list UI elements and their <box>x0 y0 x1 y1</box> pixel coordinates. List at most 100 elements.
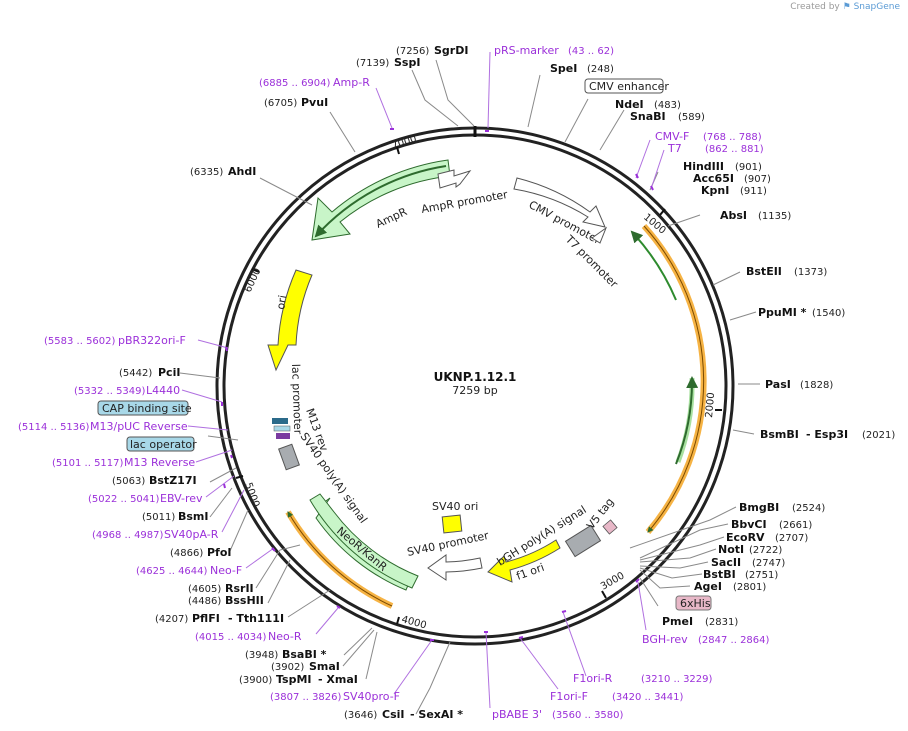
m13-box <box>276 433 290 439</box>
orange-arc-left-line <box>287 511 393 607</box>
site-bsmi-pos: (5011) <box>142 512 175 523</box>
site-csii-name: CsiI <box>382 708 404 721</box>
primer-sv40par-name: SV40pA-R <box>164 528 219 541</box>
f1-ori-arrow <box>487 539 561 583</box>
site-bmgbi-name: BmgBI <box>739 501 779 514</box>
v5-tag-box <box>602 519 618 535</box>
neo-kan-body <box>309 493 419 589</box>
primer-f1orif-name: F1ori-F <box>550 690 588 703</box>
ampr-inner-line <box>314 165 447 238</box>
site-snabi-name: SnaBI <box>630 110 666 123</box>
site-spei-pos: (248) <box>587 64 614 75</box>
site-pcii-pos: (5442) <box>119 368 152 379</box>
site-rsrii-name: RsrII <box>225 582 254 595</box>
sv40-promoter-label: SV40 promoter <box>406 529 490 559</box>
site-sacii-pos: (2747) <box>752 558 785 569</box>
site-tth111i-name: - Tth111I <box>228 612 284 625</box>
site-bsshii-name: BssHII <box>225 594 264 607</box>
plasmid-length: 7259 bp <box>452 384 497 397</box>
site-smai-pos: (3902) <box>271 662 304 673</box>
primer-ebvrev-name: EBV-rev <box>160 492 203 505</box>
site-snabi-pos: (589) <box>678 112 705 123</box>
primer-neof-name: Neo-F <box>210 564 242 577</box>
site-ecorv-name: EcoRV <box>726 531 765 544</box>
site-bstbi-pos: (2751) <box>745 570 778 581</box>
ruler-7000: 7000 <box>391 134 419 152</box>
site-bsabi-name: BsaBI * <box>282 648 327 661</box>
primer-cmvf-pos: (768 .. 788) <box>703 132 762 143</box>
site-bsmi-name: BsmI <box>178 510 209 523</box>
primer-t7-pos: (862 .. 881) <box>705 144 764 155</box>
site-ecorv-pos: (2707) <box>775 533 808 544</box>
primer-m13puc-name: M13/pUC Reverse <box>90 420 188 433</box>
site-bbvci-name: BbvCI <box>731 518 767 531</box>
site-noti-pos: (2722) <box>749 545 782 556</box>
site-sexai-name: - SexAI * <box>410 708 463 721</box>
ori-arrow <box>267 269 313 372</box>
primer-pbr322-name: pBR322ori-F <box>118 334 186 347</box>
site-bsmbi-pos: (2021) <box>862 430 895 441</box>
site-pmei-name: PmeI <box>662 615 693 628</box>
primer-l4440-name: L4440 <box>146 384 180 397</box>
ori-label: ori <box>274 294 289 310</box>
ampr-promoter-arrow <box>437 169 472 189</box>
site-bmgbi-pos: (2524) <box>792 503 825 514</box>
site-pasi-pos: (1828) <box>800 380 833 391</box>
primer-m13reverse-pos: (5101 .. 5117) <box>52 458 124 469</box>
site-sgrdi-name: SgrDI <box>434 44 468 57</box>
lac-operator-label-box <box>126 436 195 452</box>
site-sgrdi-pos: (7256) <box>396 46 429 57</box>
site-sacii-name: SacII <box>711 556 741 569</box>
primer-prs-name: pRS-marker <box>494 44 559 57</box>
primer-ampr-name: Amp-R <box>333 76 370 89</box>
leader-lines <box>179 59 760 715</box>
site-pflfi-name: PflFI <box>192 612 220 625</box>
site-bsteii-name: BstEII <box>746 265 782 278</box>
site-bsteii-pos: (1373) <box>794 267 827 278</box>
site-smai-name: SmaI <box>309 660 340 673</box>
primer-sv40par-pos: (4968 .. 4987) <box>92 530 164 541</box>
ampr-label: AmpR <box>374 205 410 231</box>
primer-t7-name: T7 <box>667 142 682 155</box>
snapgene-logo: ⚑ <box>842 2 851 12</box>
site-sspi-pos: (7139) <box>356 58 389 69</box>
primer-pbabe-pos: (3560 .. 3580) <box>552 710 624 721</box>
brand-name: SnapGene <box>853 2 900 12</box>
primer-m13reverse-name: M13 Reverse <box>124 456 195 469</box>
primer-f1orif-pos: (3420 .. 3441) <box>612 692 684 703</box>
plasmid-name: UKNP.1.12.1 <box>434 370 517 384</box>
site-bstz17i-pos: (5063) <box>112 476 145 487</box>
site-bstz17i-name: BstZ17I <box>149 474 197 487</box>
primer-neor-pos: (4015 .. 4034) <box>195 632 267 643</box>
primer-sv40prof-name: SV40pro-F <box>343 690 400 703</box>
site-pvui-pos: (6705) <box>264 98 297 109</box>
orange-inner-line <box>643 225 705 533</box>
site-ndei-pos: (483) <box>654 100 681 111</box>
primer-neof-pos: (4625 .. 4644) <box>136 566 208 577</box>
primer-ampr-pos: (6885 .. 6904) <box>259 78 331 89</box>
site-rsrii-pos: (4605) <box>188 584 221 595</box>
ruler <box>235 146 722 625</box>
sv40-ori-label: SV40 ori <box>432 500 478 513</box>
site-pasi-name: PasI <box>765 378 791 391</box>
credit-label: Created by <box>790 2 840 12</box>
site-acc65i-pos: (907) <box>744 174 771 185</box>
sv40-polya-box <box>278 443 300 471</box>
site-bsshii-pos: (4486) <box>188 596 221 607</box>
site-hindiii-name: HindIII <box>683 160 724 173</box>
site-tspmi-pos: (3900) <box>239 675 272 686</box>
six-his-label: 6xHis <box>680 597 711 610</box>
ampr-arrow <box>311 159 451 241</box>
site-xmai-name: - XmaI <box>318 673 358 686</box>
green-arc-right <box>630 230 677 301</box>
primer-ebvrev-pos: (5022 .. 5041) <box>88 494 160 505</box>
cap-binding-label-box <box>97 400 189 416</box>
site-hindiii-pos: (901) <box>735 162 762 173</box>
site-agei-pos: (2801) <box>733 582 766 593</box>
site-pfoi-pos: (4866) <box>170 548 203 559</box>
primer-neor-name: Neo-R <box>268 630 302 643</box>
site-ppumi-pos: (1540) <box>812 308 845 319</box>
site-pcii-name: PciI <box>158 366 180 379</box>
primer-prs-pos: (43 .. 62) <box>568 46 614 57</box>
